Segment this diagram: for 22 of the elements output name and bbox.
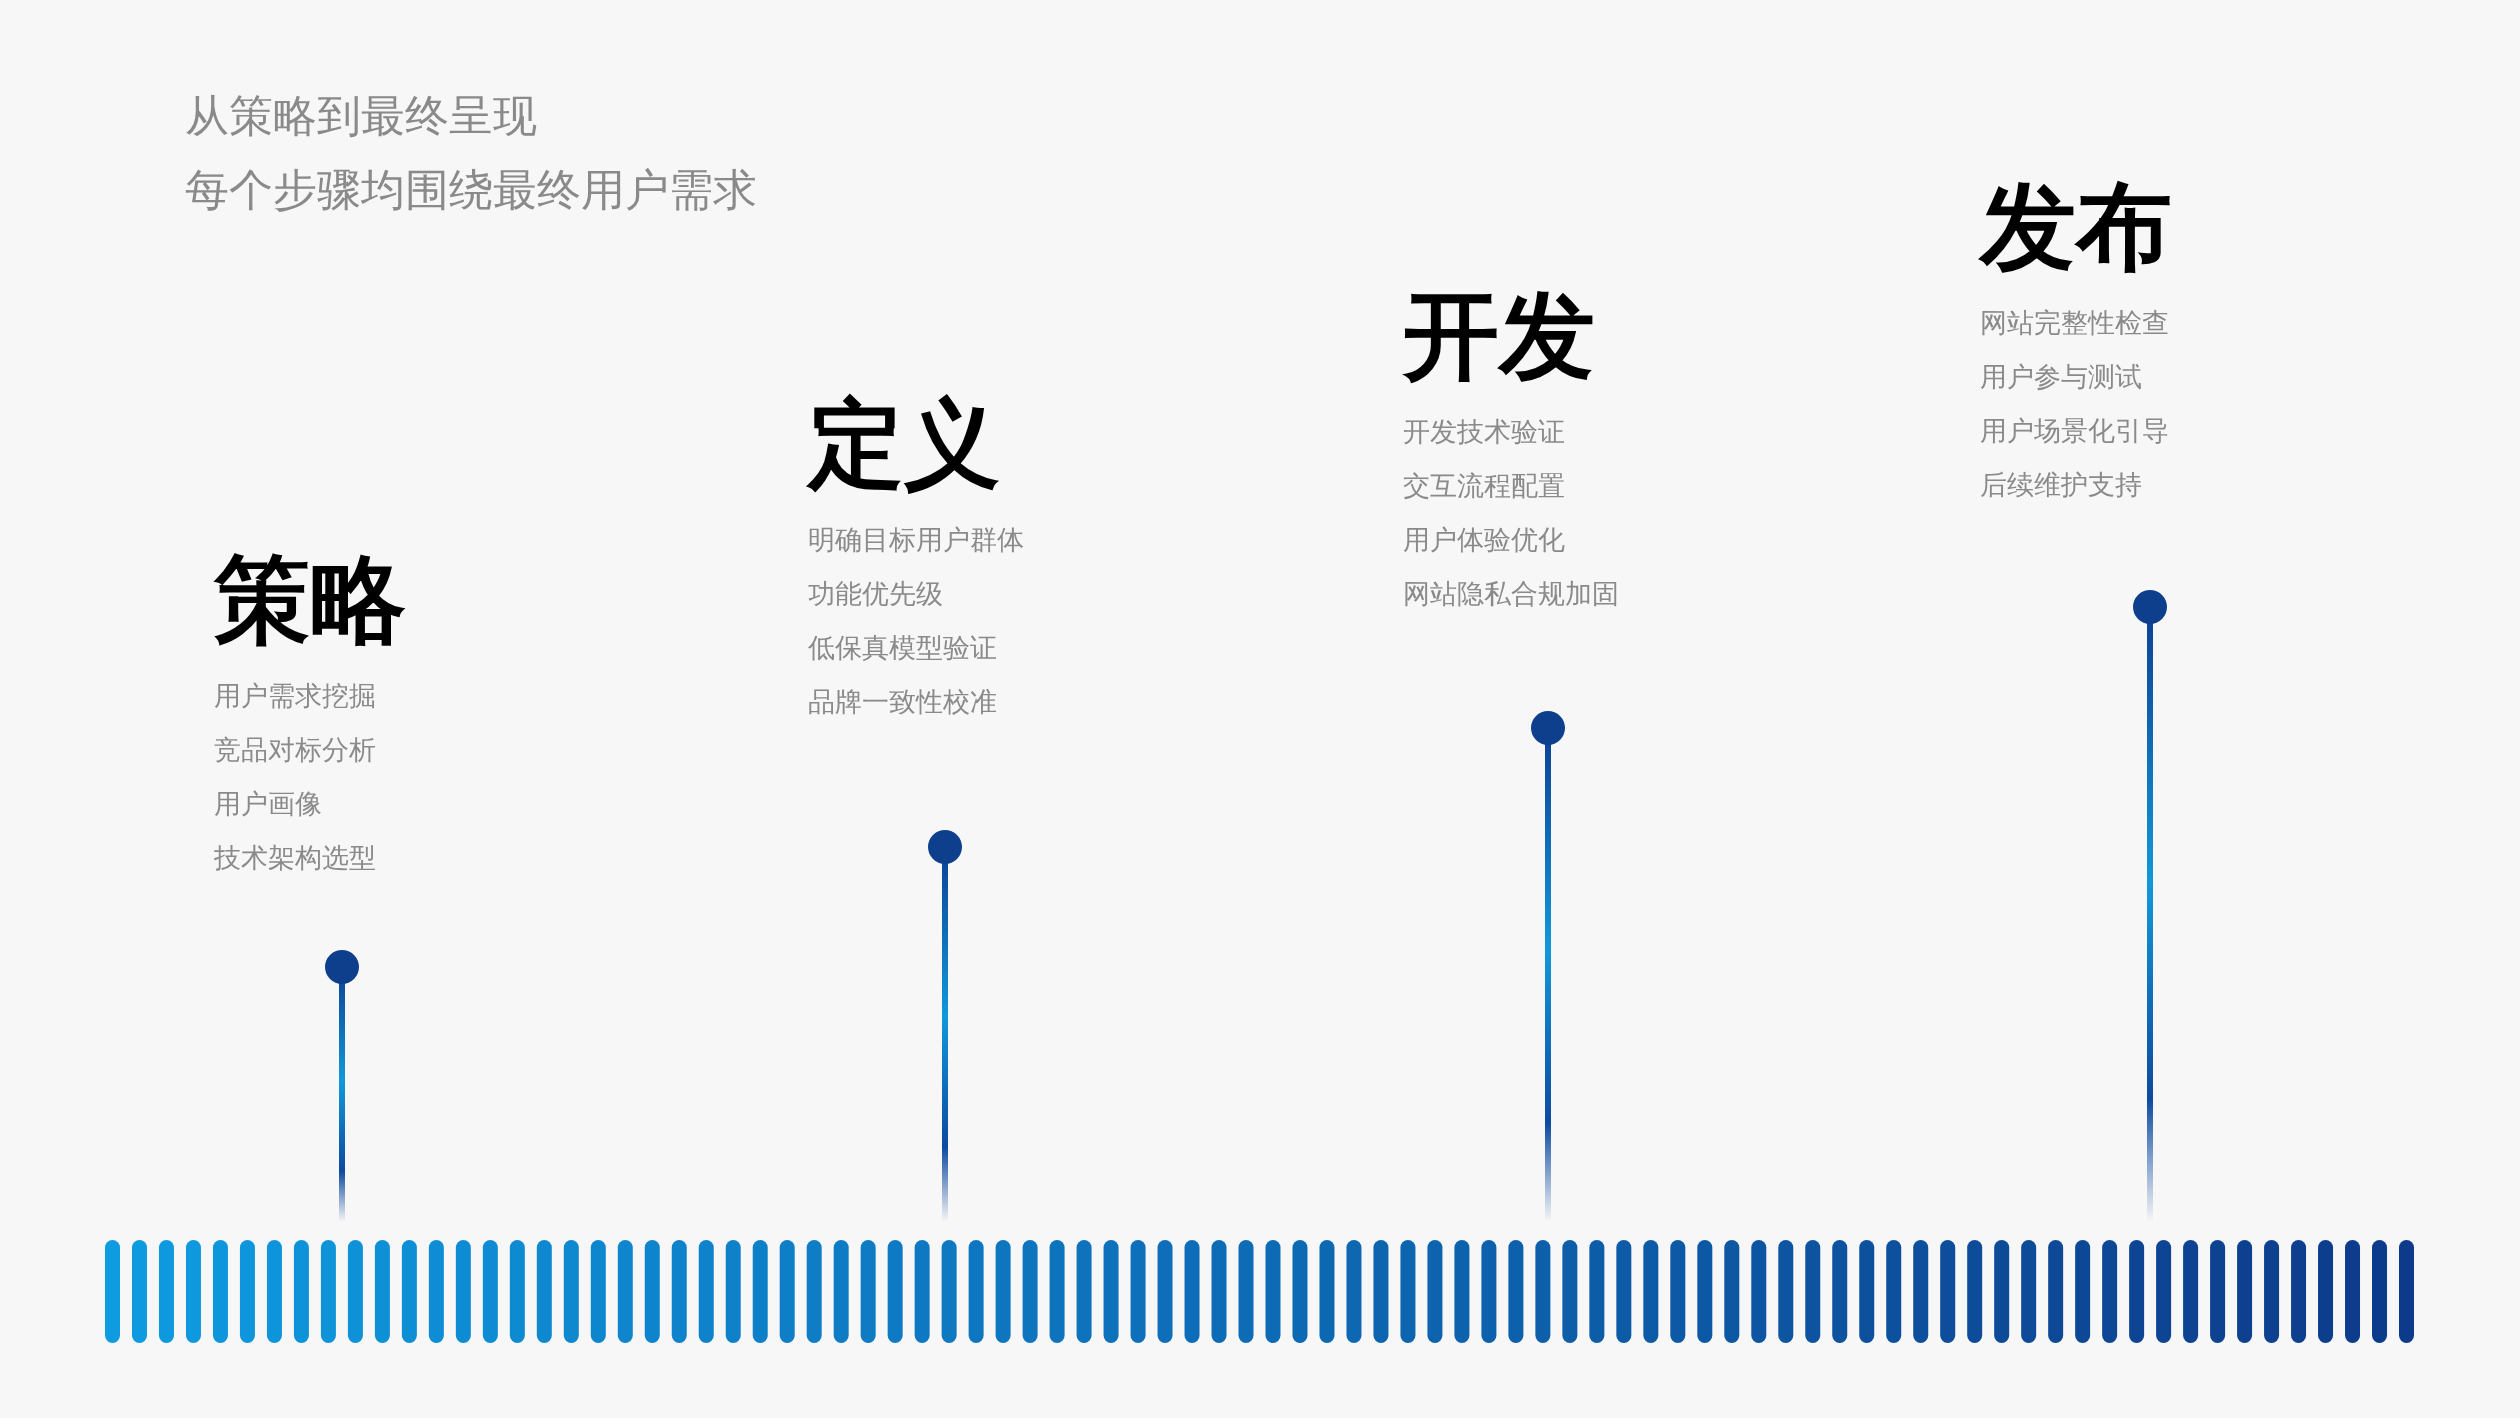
task-item: 用户体验优化 bbox=[1403, 523, 1565, 557]
stage-heading: 开发 bbox=[1403, 281, 1595, 391]
task-item: 后续维护支持 bbox=[1980, 468, 2142, 502]
task-item: 明确目标用户群体 bbox=[808, 523, 1024, 557]
task-item: 功能优先级 bbox=[808, 577, 943, 611]
task-item: 竞品对标分析 bbox=[214, 733, 376, 767]
stage-heading: 发布 bbox=[1980, 172, 2172, 282]
task-item: 交互流程配置 bbox=[1403, 469, 1565, 503]
task-item: 技术架构选型 bbox=[214, 841, 376, 875]
stage-heading: 策略 bbox=[214, 545, 406, 655]
task-item: 网站隐私合规加固 bbox=[1403, 577, 1619, 611]
title: 从策略到最终呈现 bbox=[185, 89, 537, 143]
task-item: 用户需求挖掘 bbox=[214, 679, 376, 713]
stage-heading: 定义 bbox=[808, 389, 1000, 499]
task-item: 开发技术验证 bbox=[1403, 415, 1565, 449]
task-item: 品牌一致性校准 bbox=[808, 685, 997, 719]
task-item: 用户画像 bbox=[214, 787, 322, 821]
task-item: 用户场景化引导 bbox=[1980, 414, 2169, 448]
subtitle: 每个步骤均围绕最终用户需求 bbox=[185, 163, 757, 217]
task-item: 网站完整性检查 bbox=[1980, 306, 2169, 340]
task-item: 用户参与测试 bbox=[1980, 360, 2142, 394]
task-item: 低保真模型验证 bbox=[808, 631, 997, 665]
